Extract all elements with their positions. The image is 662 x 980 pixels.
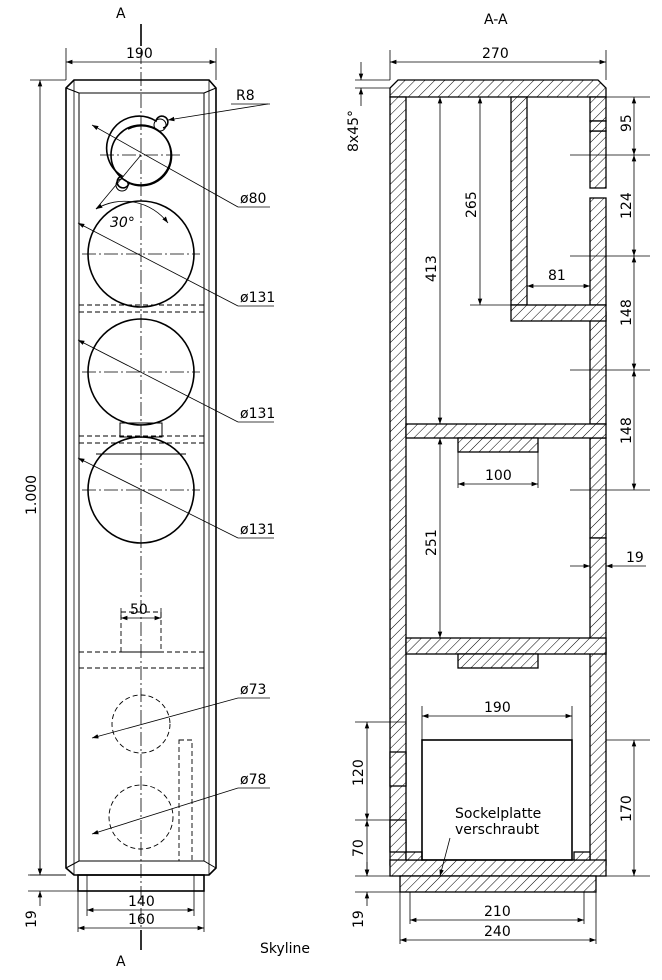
driver-cutout-2 bbox=[82, 318, 200, 426]
dim-section-70: 70 bbox=[351, 839, 367, 857]
dim-driver-d131-3: ø131 bbox=[240, 522, 275, 538]
dim-driver-d131-2: ø131 bbox=[240, 406, 275, 422]
dim-chamfer-8x45: 8x45° bbox=[346, 110, 362, 152]
dim-driver-d131-1: ø131 bbox=[240, 290, 275, 306]
dim-port-d73: ø73 bbox=[240, 682, 266, 698]
dim-section-width-270: 270 bbox=[482, 46, 509, 62]
section-marker-top: A bbox=[116, 6, 126, 22]
driver-cutout-1 bbox=[82, 200, 200, 308]
dim-section-251: 251 bbox=[424, 529, 440, 556]
tweeter-cutout bbox=[100, 115, 182, 192]
section-shelf-2 bbox=[405, 637, 607, 655]
dim-section-95: 95 bbox=[619, 114, 635, 132]
drawing-title: Skyline bbox=[260, 941, 310, 957]
dim-section-265: 265 bbox=[464, 191, 480, 218]
dim-section-19-left: 19 bbox=[351, 910, 367, 928]
dim-front-width-190: 190 bbox=[126, 46, 153, 62]
dim-section-120: 120 bbox=[351, 759, 367, 786]
section-plinth bbox=[399, 875, 597, 893]
section-shelf-1 bbox=[405, 423, 607, 439]
dim-section-81: 81 bbox=[548, 268, 566, 284]
dim-section-190: 190 bbox=[484, 700, 511, 716]
section-marker-bottom: A bbox=[116, 954, 126, 970]
section-left-wall bbox=[389, 96, 407, 866]
front-plinth bbox=[77, 874, 205, 892]
driver-cutout-3 bbox=[82, 436, 200, 544]
dim-front-height-1000: 1.000 bbox=[24, 475, 40, 515]
dim-base-140: 140 bbox=[128, 894, 155, 910]
dim-radius-r8: R8 bbox=[236, 88, 255, 104]
dim-port-d78: ø78 bbox=[240, 772, 266, 788]
dim-angle-30: 30° bbox=[110, 215, 135, 231]
dim-section-124: 124 bbox=[619, 192, 635, 219]
section-base-block bbox=[421, 739, 573, 861]
dim-section-148-a: 148 bbox=[619, 299, 635, 326]
section-title: A-A bbox=[484, 12, 508, 28]
dim-section-170: 170 bbox=[619, 795, 635, 822]
dim-section-240: 240 bbox=[484, 924, 511, 940]
dim-base-160: 160 bbox=[128, 912, 155, 928]
section-bottom-panel bbox=[389, 859, 607, 877]
section-right-wall-top bbox=[589, 96, 607, 122]
dim-section-100: 100 bbox=[485, 468, 512, 484]
section-partition-horizontal bbox=[510, 304, 607, 322]
section-top-panel bbox=[389, 79, 607, 98]
front-cabinet-inner bbox=[78, 92, 205, 862]
note-line-1: Sockelplatte bbox=[455, 806, 541, 822]
dim-section-148-b: 148 bbox=[619, 417, 635, 444]
section-right-wall-lower bbox=[589, 537, 607, 866]
front-view: A A bbox=[24, 6, 275, 970]
note-line-2: verschraubt bbox=[455, 822, 540, 838]
dim-tweeter-d80: ø80 bbox=[240, 191, 266, 207]
dim-section-19-right: 19 bbox=[626, 550, 644, 566]
dim-section-413: 413 bbox=[424, 255, 440, 282]
dim-base-19-left: 19 bbox=[24, 910, 40, 928]
port-cutout-2 bbox=[108, 784, 174, 850]
dim-section-210: 210 bbox=[484, 904, 511, 920]
section-partition-vertical bbox=[510, 96, 528, 306]
dim-port-width-50: 50 bbox=[130, 602, 148, 618]
section-view: A-A 270 bbox=[346, 12, 650, 944]
port-cutout-1 bbox=[111, 694, 171, 754]
